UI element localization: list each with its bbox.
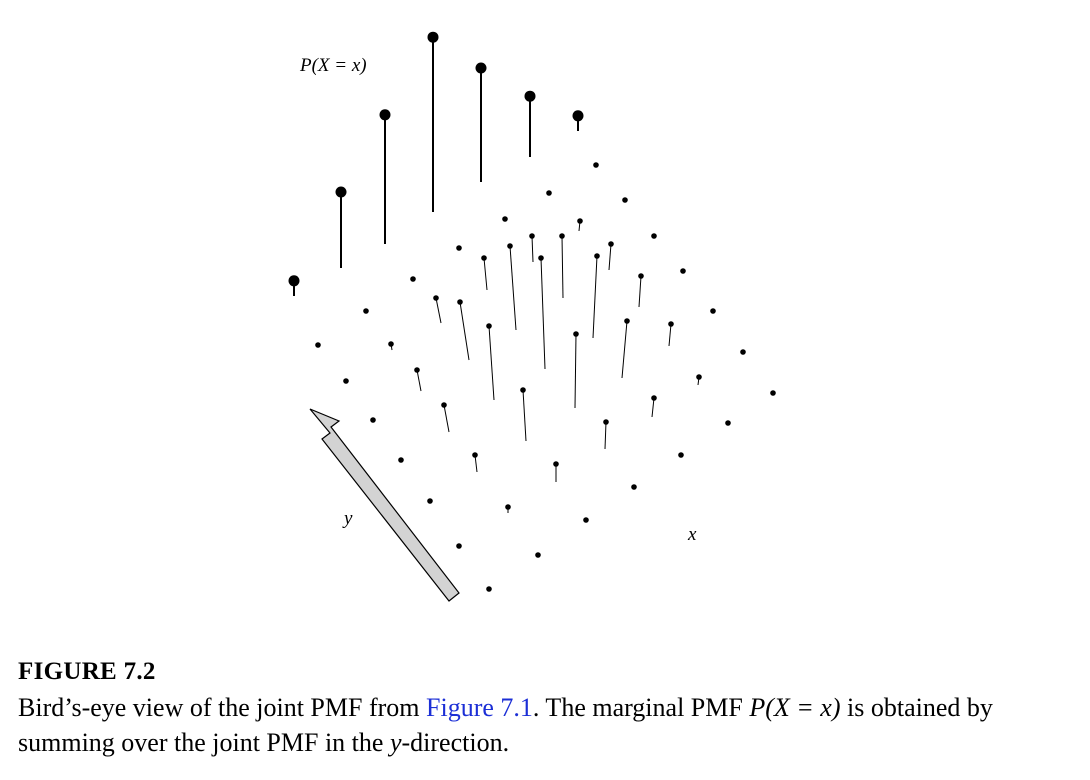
joint-pmf-point bbox=[624, 318, 630, 324]
joint-pmf-point bbox=[651, 395, 657, 401]
joint-pmf-point bbox=[668, 321, 674, 327]
joint-pmf-point bbox=[577, 218, 583, 224]
joint-pmf-stem bbox=[621, 320, 628, 379]
joint-pmf-point bbox=[456, 245, 462, 251]
joint-pmf-birds-eye-figure: P(X = x) y x bbox=[288, 31, 776, 602]
joint-pmf-point bbox=[456, 543, 462, 549]
joint-pmf-stem bbox=[592, 255, 598, 339]
joint-pmf-point bbox=[631, 484, 637, 490]
joint-pmf-point bbox=[535, 552, 541, 558]
joint-pmf-point bbox=[608, 241, 614, 247]
joint-pmf-stem bbox=[608, 243, 612, 271]
joint-pmf-stem bbox=[443, 404, 450, 433]
joint-pmf-point bbox=[427, 498, 433, 504]
marginal-pmf-stems bbox=[288, 31, 584, 296]
joint-pmf-stem bbox=[540, 257, 546, 370]
marginal-pmf-point bbox=[335, 186, 347, 198]
joint-pmf-point bbox=[505, 504, 511, 510]
joint-pmf-point bbox=[398, 457, 404, 463]
joint-pmf-stem bbox=[531, 235, 534, 263]
joint-pmf-point bbox=[593, 162, 599, 168]
caption-text-part: is obtained by summing over the joint PM… bbox=[18, 693, 993, 757]
joint-pmf-stem bbox=[561, 235, 564, 299]
joint-pmf-point bbox=[573, 331, 579, 337]
joint-pmf-point bbox=[410, 276, 416, 282]
joint-pmf-point bbox=[538, 255, 544, 261]
joint-pmf-stems bbox=[315, 162, 776, 592]
joint-pmf-point bbox=[529, 233, 535, 239]
joint-pmf-stem bbox=[488, 325, 495, 401]
joint-pmf-point bbox=[414, 367, 420, 373]
joint-pmf-point bbox=[725, 420, 731, 426]
joint-pmf-stem bbox=[604, 421, 607, 450]
joint-pmf-point bbox=[486, 586, 492, 592]
joint-pmf-point bbox=[678, 452, 684, 458]
x-axis-label: x bbox=[687, 524, 697, 545]
joint-pmf-stem bbox=[522, 389, 527, 442]
joint-pmf-point bbox=[710, 308, 716, 314]
joint-pmf-stem bbox=[638, 275, 642, 308]
joint-pmf-point bbox=[553, 461, 559, 467]
caption-text-part: . The marginal PMF bbox=[532, 693, 750, 722]
joint-pmf-point bbox=[481, 255, 487, 261]
caption-text: Bird’s-eye view of the joint PMF from Fi… bbox=[18, 690, 1080, 760]
joint-pmf-point bbox=[622, 197, 628, 203]
figure-reference-link[interactable]: Figure 7.1 bbox=[426, 693, 533, 722]
marginal-pmf-label: P(X = x) bbox=[299, 55, 367, 76]
marginal-pmf-point bbox=[475, 62, 487, 74]
joint-pmf-stem bbox=[509, 245, 517, 331]
joint-pmf-point bbox=[594, 253, 600, 259]
joint-pmf-stem bbox=[435, 297, 442, 324]
joint-pmf-point bbox=[370, 417, 376, 423]
caption-text-part: Bird’s-eye view of the joint PMF from bbox=[18, 693, 427, 722]
joint-pmf-stem bbox=[459, 301, 470, 361]
joint-pmf-point bbox=[502, 216, 508, 222]
joint-pmf-point bbox=[740, 349, 746, 355]
marginal-pmf-point bbox=[572, 110, 584, 122]
joint-pmf-stem bbox=[668, 323, 672, 347]
joint-pmf-stem bbox=[574, 333, 577, 409]
joint-pmf-point bbox=[343, 378, 349, 384]
joint-pmf-point bbox=[486, 323, 492, 329]
caption-heading: FIGURE 7.2 bbox=[18, 658, 156, 685]
joint-pmf-point bbox=[507, 243, 513, 249]
joint-pmf-stem bbox=[651, 397, 655, 418]
figure-caption: FIGURE 7.2 Bird’s-eye view of the joint … bbox=[18, 656, 1080, 760]
joint-pmf-point bbox=[472, 452, 478, 458]
y-axis-label: y bbox=[342, 508, 353, 529]
joint-pmf-point bbox=[520, 387, 526, 393]
joint-pmf-point bbox=[651, 233, 657, 239]
caption-text-part: -direction. bbox=[401, 728, 510, 757]
joint-pmf-stem bbox=[474, 454, 478, 473]
joint-pmf-point bbox=[433, 295, 439, 301]
y-direction-arrow bbox=[309, 408, 460, 602]
joint-pmf-point bbox=[559, 233, 565, 239]
joint-pmf-point bbox=[603, 419, 609, 425]
joint-pmf-point bbox=[680, 268, 686, 274]
joint-pmf-point bbox=[363, 308, 369, 314]
marginal-pmf-point bbox=[379, 109, 391, 121]
joint-pmf-point bbox=[696, 374, 702, 380]
joint-pmf-point bbox=[441, 402, 447, 408]
joint-pmf-stem bbox=[416, 369, 422, 392]
caption-math-y: y bbox=[389, 728, 402, 757]
joint-pmf-point bbox=[546, 190, 552, 196]
marginal-pmf-point bbox=[427, 31, 439, 43]
joint-pmf-point bbox=[388, 341, 394, 347]
joint-pmf-stem bbox=[483, 257, 488, 291]
joint-pmf-point bbox=[583, 517, 589, 523]
joint-pmf-point bbox=[457, 299, 463, 305]
marginal-pmf-point bbox=[524, 90, 536, 102]
caption-math-marginal: P(X = x) bbox=[749, 693, 841, 722]
joint-pmf-point bbox=[638, 273, 644, 279]
joint-pmf-point bbox=[315, 342, 321, 348]
marginal-pmf-point bbox=[288, 275, 300, 287]
joint-pmf-point bbox=[770, 390, 776, 396]
